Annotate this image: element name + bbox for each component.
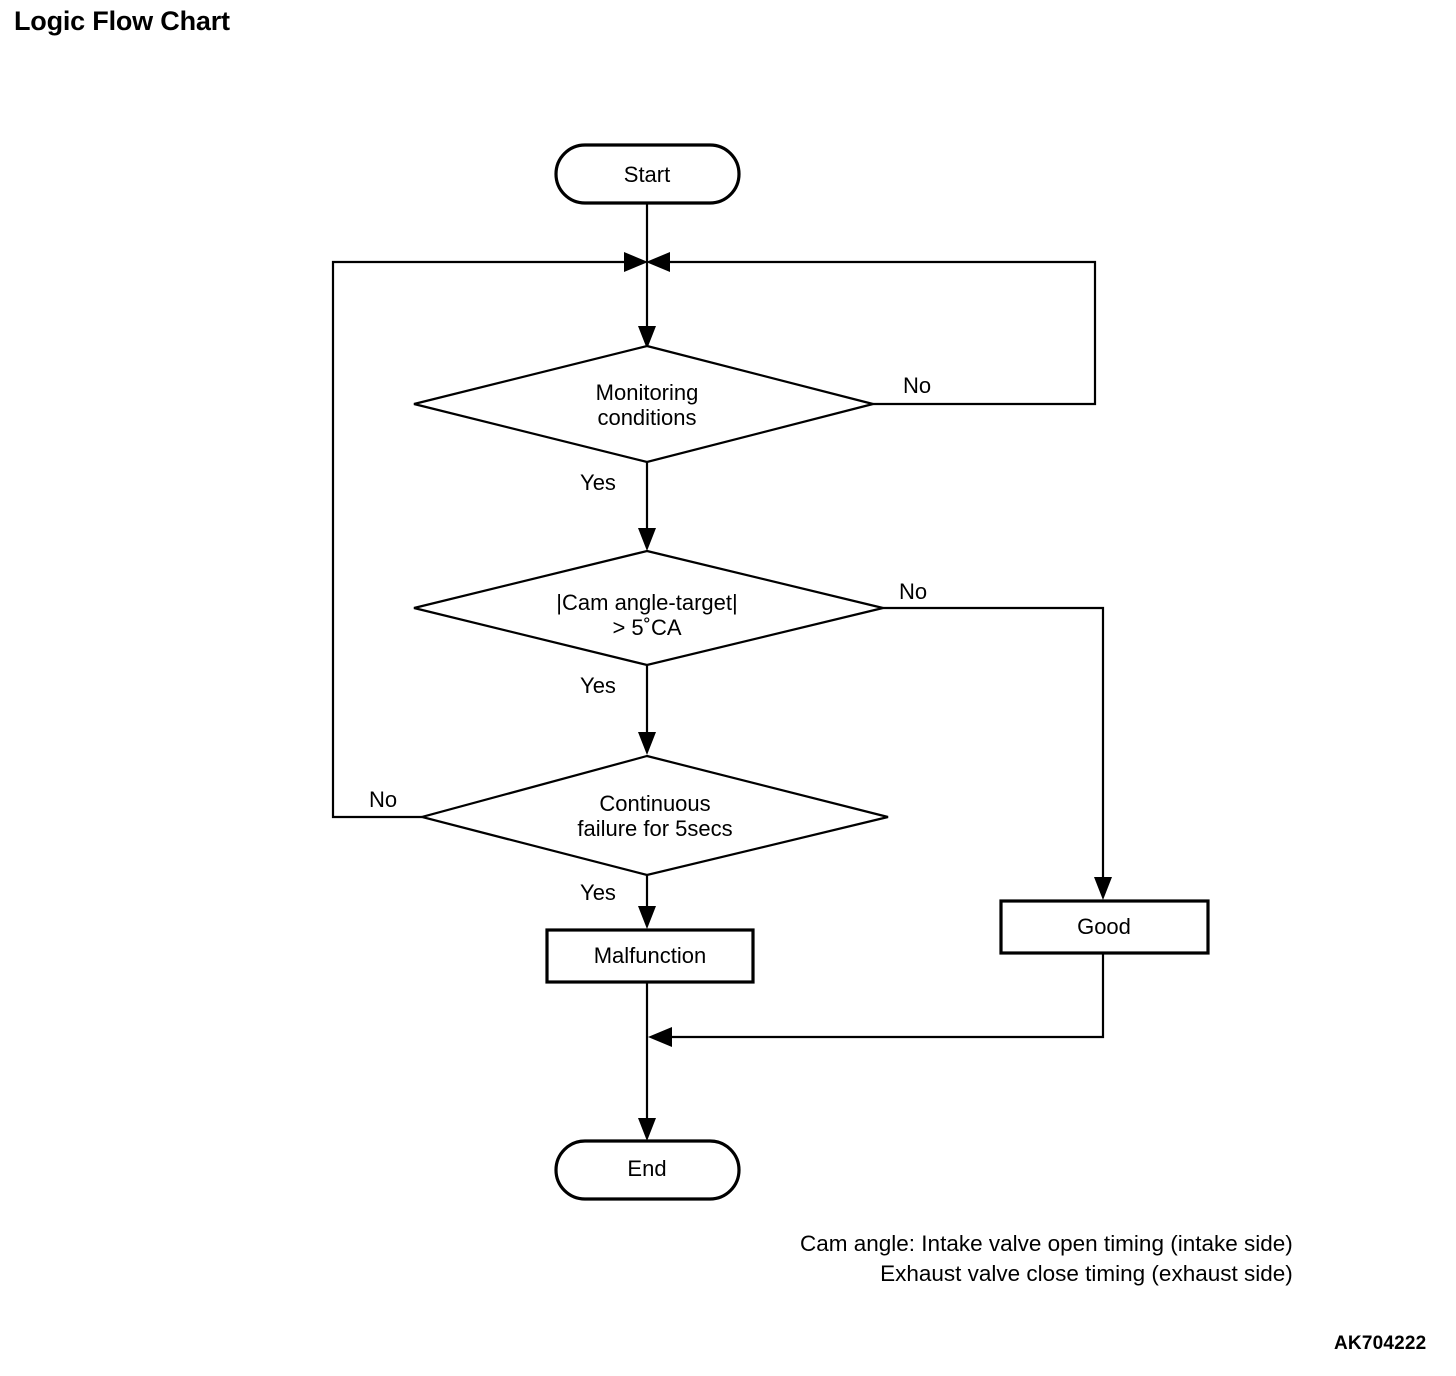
page-title: Logic Flow Chart <box>14 6 230 36</box>
footnote-line-2: Exhaust valve close timing (exhaust side… <box>880 1261 1293 1286</box>
node-malfunction-label: Malfunction <box>594 943 707 968</box>
node-continuous-failure-label-line1: Continuous <box>599 791 710 816</box>
connector-right-loopback <box>658 260 1097 406</box>
connector-left-loopback <box>331 260 636 819</box>
node-start[interactable] <box>554 143 741 205</box>
node-end-label: End <box>627 1156 666 1181</box>
edge-label-no-cam-angle: No <box>899 579 927 604</box>
edge-label-yes-continuous-failure: Yes <box>580 880 616 905</box>
node-monitoring-conditions[interactable] <box>413 344 874 464</box>
edge-label-no-monitoring: No <box>903 373 931 398</box>
arrowhead-good-merge <box>648 1027 672 1047</box>
arrowhead-into-diamond3 <box>638 732 656 755</box>
arrowhead-into-diamond1 <box>638 326 656 349</box>
edge-label-yes-cam-angle: Yes <box>580 673 616 698</box>
edge-label-yes-monitoring: Yes <box>580 470 616 495</box>
arrowhead-right-loop-into-junction <box>646 252 670 272</box>
node-good[interactable] <box>999 899 1210 955</box>
edge-label-no-continuous-failure: No <box>369 787 397 812</box>
connector-good-to-end-trunk <box>660 953 1105 1039</box>
node-monitoring-conditions-label-line2: conditions <box>597 405 696 430</box>
node-end[interactable] <box>554 1139 741 1201</box>
node-cam-angle-threshold-label-line2: > 5˚CA <box>612 615 681 640</box>
arrowhead-into-end <box>638 1118 656 1141</box>
footnote: Cam angle: Intake valve open timing (int… <box>800 1229 1293 1289</box>
node-cam-angle-threshold-label-line1: |Cam angle-target| <box>556 590 737 615</box>
arrowhead-into-good <box>1094 877 1112 900</box>
arrowhead-into-diamond2 <box>638 528 656 551</box>
figure-code: AK704222 <box>1334 1333 1427 1354</box>
node-continuous-failure[interactable] <box>417 754 889 877</box>
node-start-label: Start <box>624 162 670 187</box>
node-cam-angle-threshold[interactable] <box>413 549 884 667</box>
node-monitoring-conditions-label-line1: Monitoring <box>596 380 699 405</box>
node-continuous-failure-label-line2: failure for 5secs <box>577 816 732 841</box>
node-good-label: Good <box>1077 914 1131 939</box>
arrowhead-left-loop-into-junction <box>624 252 648 272</box>
footnote-line-1: Cam angle: Intake valve open timing (int… <box>800 1231 1293 1256</box>
node-malfunction[interactable] <box>545 928 755 984</box>
connector-d2-no-to-good <box>883 606 1105 893</box>
arrowhead-into-malfunction <box>638 906 656 929</box>
